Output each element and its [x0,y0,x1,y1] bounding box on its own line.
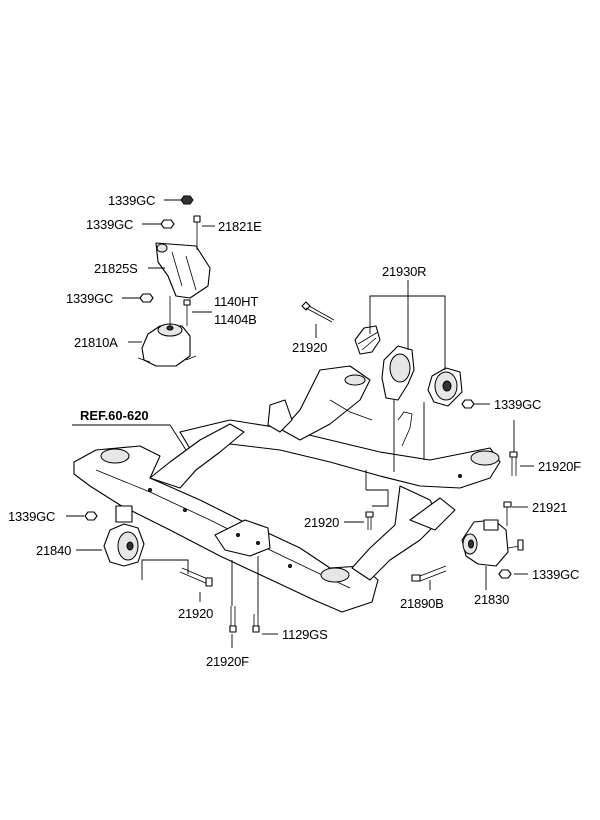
label-21810a: 21810A [74,335,118,350]
label-21840: 21840 [36,543,71,558]
label-1140ht: 1140HT [214,294,258,309]
fasteners [229,451,518,633]
label-1339gc-right: 1339GC [494,397,541,412]
label-21920-bottom: 21920 [178,606,213,621]
label-21890b: 21890B [400,596,444,611]
label-21920-top: 21920 [292,340,327,355]
label-11404b: 11404B [214,312,257,327]
label-21821e: 21821E [218,219,262,234]
label-ref-60-620: REF.60-620 [80,408,149,423]
label-21920f-bottom: 21920F [206,654,249,669]
subframe [73,365,501,613]
engine-mount-21830 [411,501,524,582]
label-1339gc-third: 1339GC [66,291,113,306]
label-21920f-right: 21920F [538,459,581,474]
label-1339gc-bottom-right: 1339GC [532,567,579,582]
label-1339gc-top: 1339GC [108,193,155,208]
label-21921: 21921 [532,500,567,515]
label-1339gc-second: 1339GC [86,217,133,232]
label-21825s: 21825S [94,261,138,276]
callout-labels: 1339GC 1339GC 21821E 21825S 1339GC 1140H… [8,193,581,669]
label-21830: 21830 [474,592,509,607]
leader-lines [66,199,534,648]
label-21930r: 21930R [382,264,426,279]
label-1129gs: 1129GS [282,627,328,642]
label-21920-center: 21920 [304,515,339,530]
engine-mount-21930r [301,301,475,409]
engine-mount-21840 [84,505,213,587]
engine-mount-21810a [137,195,211,367]
label-1339gc-left: 1339GC [8,509,55,524]
